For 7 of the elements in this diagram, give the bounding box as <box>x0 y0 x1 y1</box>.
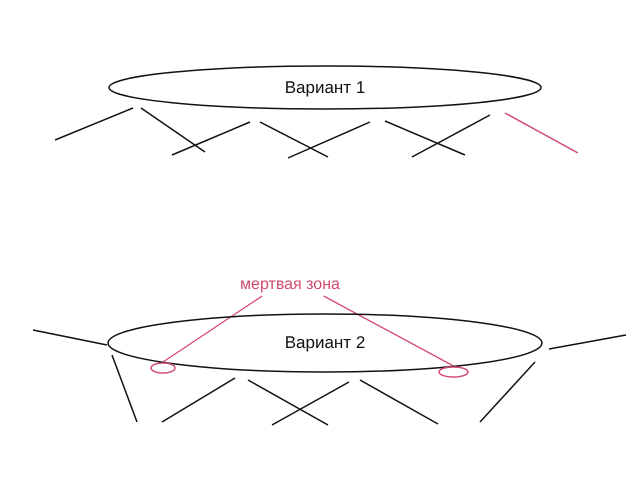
variant-label: Вариант 2 <box>284 333 366 353</box>
marker-circle <box>438 366 469 378</box>
callout-label: мертвая зона <box>232 274 348 296</box>
leader-line <box>323 295 454 367</box>
variant-label: Вариант 1 <box>284 78 366 98</box>
marker-circle <box>150 362 176 374</box>
leader-line <box>162 295 263 363</box>
